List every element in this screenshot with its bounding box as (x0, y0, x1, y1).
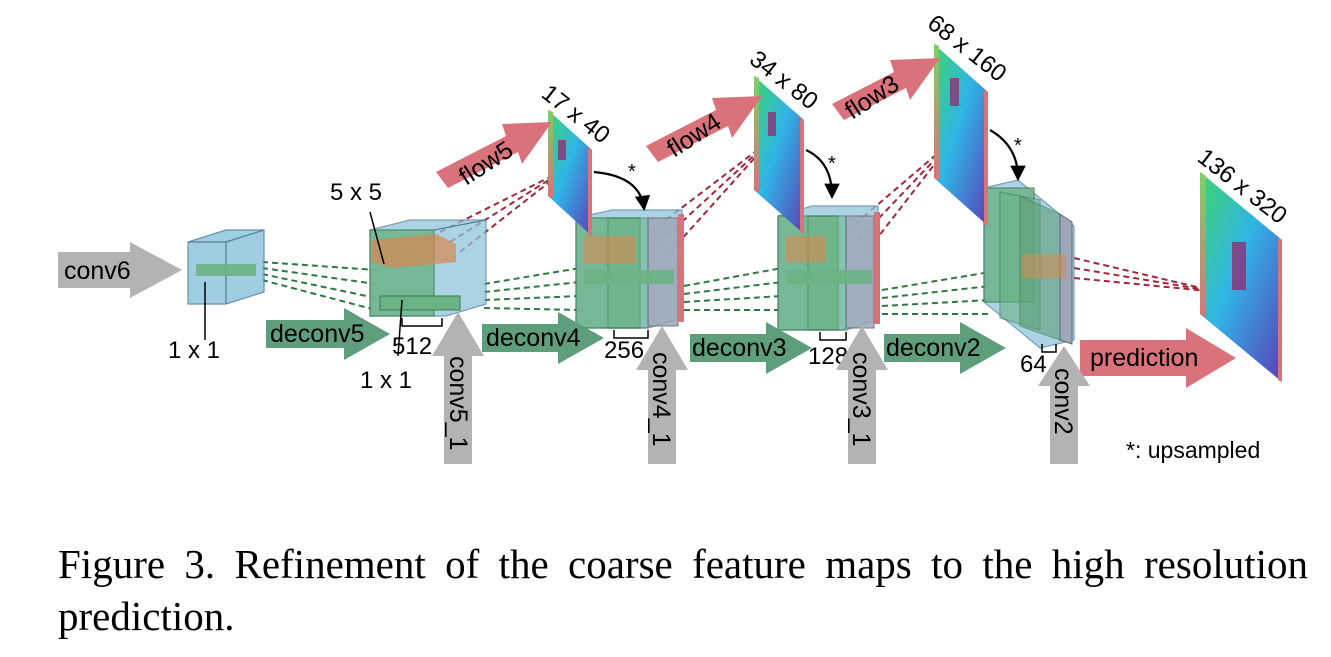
flow-image-17x40 (548, 110, 592, 236)
channel-64-label: 64 (1020, 351, 1047, 378)
channel-bracket-64 (1041, 344, 1057, 353)
deconv5-label: deconv5 (270, 320, 365, 348)
conv6-arrow: conv6 (58, 242, 182, 298)
conv6-label: conv6 (64, 257, 131, 285)
deconv4-label: deconv4 (486, 324, 581, 352)
conv4_1-label: conv4_1 (647, 352, 675, 447)
flow4-arrow: flow4 (646, 96, 762, 163)
conv3_1-arrow: conv3_1 (836, 326, 888, 464)
channel-bracket-512 (401, 318, 443, 327)
flow-image-34x80 (754, 76, 804, 234)
upsample-arrow-1: * (593, 161, 651, 212)
channel-bracket-256 (613, 330, 649, 339)
prediction-label: prediction (1090, 344, 1198, 372)
conv2-arrow: conv2 (1038, 346, 1090, 464)
upsample-mark-3: * (1014, 135, 1022, 157)
deconv3-label: deconv3 (692, 334, 787, 362)
conv2-label: conv2 (1049, 368, 1077, 435)
kernel5-leader (369, 211, 385, 265)
figure-caption: Figure 3. Refinement of the coarse featu… (58, 541, 1308, 639)
upsample-mark-1: * (628, 161, 636, 183)
flow5-arrow: flow5 (436, 122, 552, 191)
deconv4-arrow: deconv4 (482, 312, 604, 364)
block-conv4 (575, 209, 684, 329)
conv6-kernel-label: 1 x 1 (168, 337, 220, 364)
deconv3-arrow: deconv3 (690, 322, 812, 374)
conv5_1-arrow: conv5_1 (432, 312, 484, 464)
block1-kernel1-label: 1 x 1 (360, 367, 412, 394)
flow3-arrow: flow3 (832, 58, 940, 125)
upsample-mark-2: * (828, 153, 836, 175)
conv5_1-label: conv5_1 (444, 356, 472, 451)
deconv2-arrow: deconv2 (884, 322, 1006, 374)
block-conv2 (983, 179, 1075, 349)
flow-image-136x320 (1200, 172, 1282, 382)
channel-bracket-128 (819, 332, 847, 341)
refinement-diagram: conv6 1 x 1 5 x 5 1 x 1 512 256 (58, 9, 1292, 464)
conv4_1-arrow: conv4_1 (636, 326, 688, 464)
deconv2-label: deconv2 (886, 334, 981, 362)
channel-256-label: 256 (604, 337, 644, 364)
flow-image-68x160 (934, 44, 988, 226)
deconv5-arrow: deconv5 (266, 308, 390, 360)
upsampled-legend: *: upsampled (1126, 437, 1260, 463)
block-conv3 (777, 205, 880, 331)
conv6-block (187, 229, 265, 305)
block1-kernel5-label: 5 x 5 (330, 179, 382, 206)
upsample-arrow-2: * (805, 149, 840, 200)
upsample-arrow-3: * (989, 129, 1026, 182)
prediction-arrow: prediction (1080, 328, 1236, 388)
green-connection-lines (261, 261, 991, 315)
channel-512-label: 512 (392, 333, 432, 360)
conv3_1-label: conv3_1 (847, 352, 875, 447)
kernel1-leader (397, 299, 403, 357)
block-conv5 (369, 219, 487, 317)
